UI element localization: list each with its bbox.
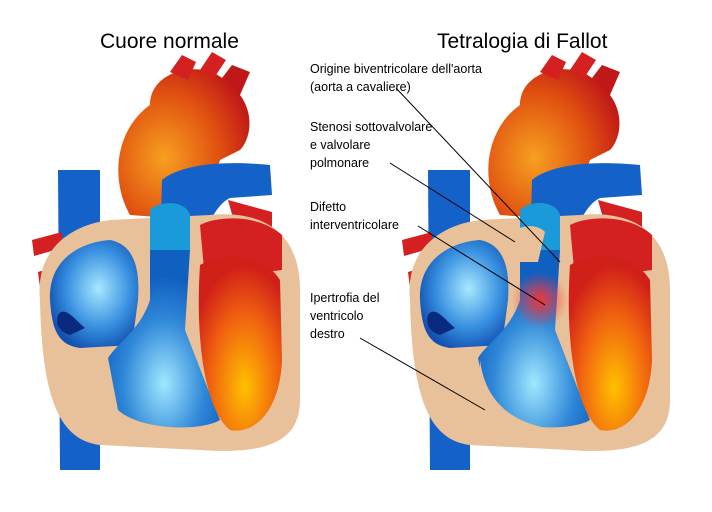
title-tetralogy: Tetralogia di Fallot <box>437 30 608 53</box>
pointer-line-aorta <box>395 87 561 263</box>
label-line: polmonare <box>310 156 370 170</box>
hypertrophic-wall <box>478 360 590 442</box>
label-pulmonary-stenosis: Stenosi sottovalvolare e valvolare polmo… <box>310 118 432 172</box>
normal-heart <box>32 52 300 470</box>
label-line: e valvolare <box>310 138 371 152</box>
pointer-line-stenosis <box>389 162 516 243</box>
label-line: Difetto <box>310 200 347 214</box>
label-line: Stenosi sottovalvolare <box>310 120 433 134</box>
label-line: (aorta a cavaliere) <box>310 80 411 94</box>
pointer-line-vsd <box>417 225 546 306</box>
ventricular-septal-defect <box>512 272 568 328</box>
label-line: destro <box>310 327 345 341</box>
pointer-lines <box>359 87 561 411</box>
label-vsd: Difetto interventricolare <box>310 198 399 234</box>
label-line: ventricolo <box>310 309 364 323</box>
label-line: Origine biventricolare dell'aorta <box>310 62 482 76</box>
label-line: interventricolare <box>310 218 399 232</box>
pointer-line-hypertrophy <box>359 337 486 411</box>
title-normal-heart: Cuore normale <box>100 30 239 53</box>
label-rv-hypertrophy: Ipertrofia del ventricolo destro <box>310 289 379 343</box>
label-overriding-aorta: Origine biventricolare dell'aorta (aorta… <box>310 60 482 96</box>
label-line: Ipertrofia del <box>310 291 380 305</box>
